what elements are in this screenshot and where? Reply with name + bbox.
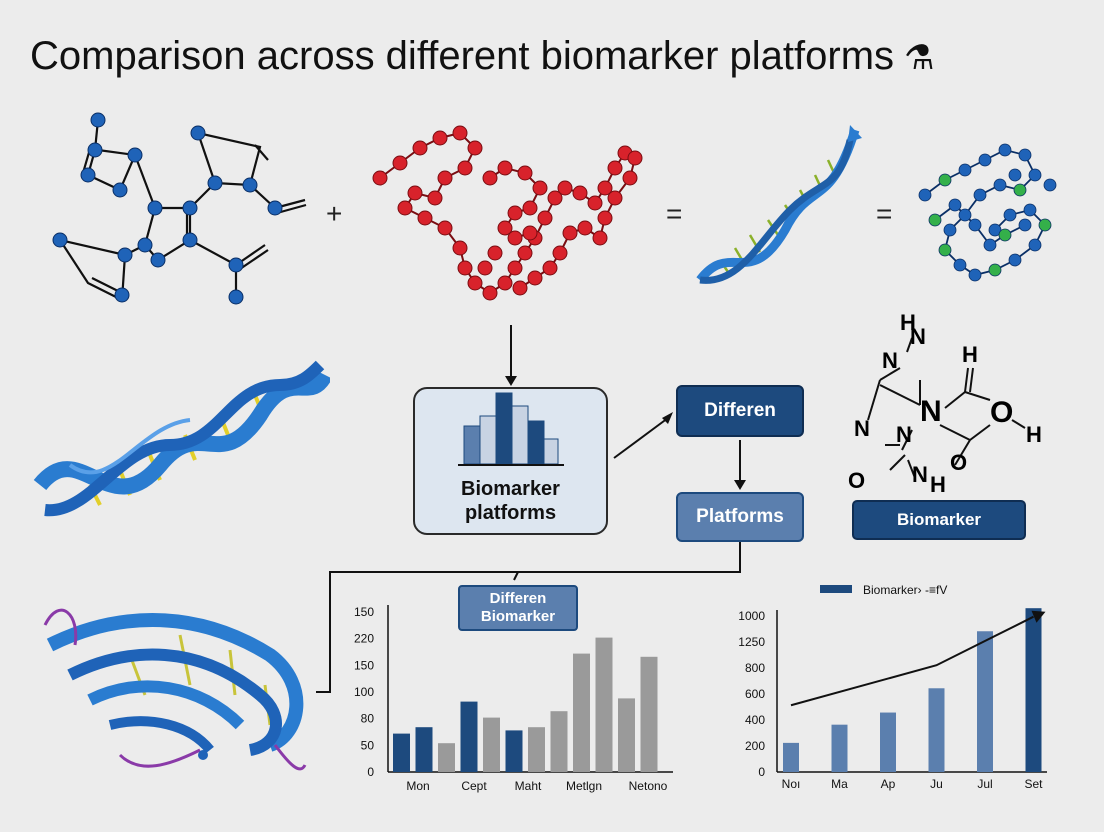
chart1-bar — [640, 656, 658, 772]
flask-icon: ⚗ — [904, 39, 935, 77]
dna-ribbon-icon — [33, 360, 330, 517]
chart1-bar — [483, 717, 500, 772]
chart1-ytick-label: 220 — [354, 632, 374, 646]
atom-n-top: N — [910, 324, 926, 349]
differen-box[interactable]: Differen — [676, 385, 804, 437]
biomarker-platforms-box[interactable]: Biomarker platforms — [413, 387, 608, 535]
chart1-ytick-label: 50 — [361, 738, 375, 752]
chart1-bar — [550, 711, 568, 772]
chart1-xtick-label: Mon — [406, 779, 429, 793]
chart1-bar — [393, 733, 410, 772]
chart1-ytick-label: 0 — [367, 765, 374, 779]
chart2-trend-line — [790, 615, 1034, 707]
chart1-ytick-label: 150 — [354, 605, 374, 619]
atom-o-bottom: O — [950, 450, 968, 475]
chart2-legend-label: Biomarker› -≡fV — [863, 583, 947, 597]
dna-helix-icon — [696, 125, 862, 284]
atom-n-left3: N — [896, 422, 912, 447]
platforms-box[interactable]: Platforms — [676, 492, 804, 542]
chart1-xtick-label: Cept — [461, 779, 487, 793]
atom-n-left1: N — [882, 348, 898, 373]
chart2-ytick-label: 400 — [745, 713, 765, 727]
chart1-bar — [618, 698, 635, 772]
atom-h-top: H — [900, 310, 916, 335]
chart1-xtick-label: Netono — [629, 779, 668, 793]
chart2-ytick-label: 600 — [745, 687, 765, 701]
chart2-ytick-label: 200 — [745, 739, 765, 753]
page-title: Comparison across different biomarker pl… — [30, 34, 935, 79]
chart2-xtick-label: Ap — [881, 777, 896, 791]
atom-o-left: O — [848, 468, 866, 493]
title-text: Comparison across different biomarker pl… — [30, 34, 895, 78]
biomarker-platforms-label: Biomarker platforms — [461, 478, 560, 524]
chemical-structure: H N N H N O H N N O N H O — [840, 310, 1070, 500]
chart2-xtick-label: Ma — [831, 777, 848, 791]
equals-operator-2: = — [876, 198, 893, 229]
bar-chart-icon — [457, 392, 564, 466]
chart1-bar — [573, 653, 590, 772]
chart1-xtick-label: Metlgn — [566, 779, 602, 793]
chart1-ytick-label: 80 — [361, 712, 375, 726]
chart1-xtick-label: Maht — [515, 779, 542, 793]
plus-operator: + — [326, 198, 343, 229]
chart2-ytick-label: 800 — [745, 661, 765, 675]
biomarker-right-box[interactable]: Biomarker — [852, 500, 1026, 540]
chart2-bar — [880, 712, 896, 772]
atom-h-right: H — [1026, 422, 1042, 447]
equals-operator-1: = — [666, 198, 683, 229]
molecule-structure-icon — [52, 112, 307, 305]
protein-chain-icon — [372, 125, 643, 301]
atom-h-mid: H — [962, 342, 978, 367]
chart2-legend-swatch — [820, 585, 852, 593]
differen-biomarker-box[interactable]: Differen Biomarker — [458, 585, 578, 631]
chart2-ytick-label: 1250 — [738, 635, 765, 649]
chart2-trend-arrowhead — [1031, 610, 1046, 623]
chart1-ytick-label: 100 — [354, 685, 374, 699]
chart2-xtick-label: Jul — [977, 777, 992, 791]
chart2-ytick-label: 0 — [758, 765, 765, 779]
chart2-bar — [977, 631, 993, 772]
chart2-xtick-label: Noı — [782, 777, 801, 791]
chart1-bar — [415, 727, 433, 772]
chart1-ytick-label: 150 — [354, 658, 374, 672]
chart1-bar — [505, 730, 523, 772]
atom-h-bottom: H — [930, 472, 946, 497]
chart1-bar — [438, 743, 455, 772]
chart2-bar — [928, 688, 945, 772]
chart2-xtick-label: Set — [1024, 777, 1043, 791]
chart2-ytick-label: 1000 — [738, 609, 765, 623]
chart1-bar — [528, 727, 545, 772]
atom-o-right: O — [990, 396, 1014, 429]
atom-n-left2: N — [854, 416, 870, 441]
protein-fold-icon — [43, 608, 307, 771]
atom-n-center: N — [920, 395, 942, 428]
chart2-xtick-label: Ju — [930, 777, 943, 791]
atom-n-bottom: N — [912, 462, 928, 487]
chart1-bar — [460, 701, 478, 772]
arrow-diagonal — [613, 417, 669, 459]
chart1-bar — [595, 637, 613, 772]
protein-cluster-icon — [918, 143, 1057, 282]
chart2-bar — [831, 724, 848, 772]
chemical-bonds — [867, 337, 1026, 479]
chart2-bar — [1025, 608, 1042, 772]
chart2-bar — [783, 742, 799, 772]
